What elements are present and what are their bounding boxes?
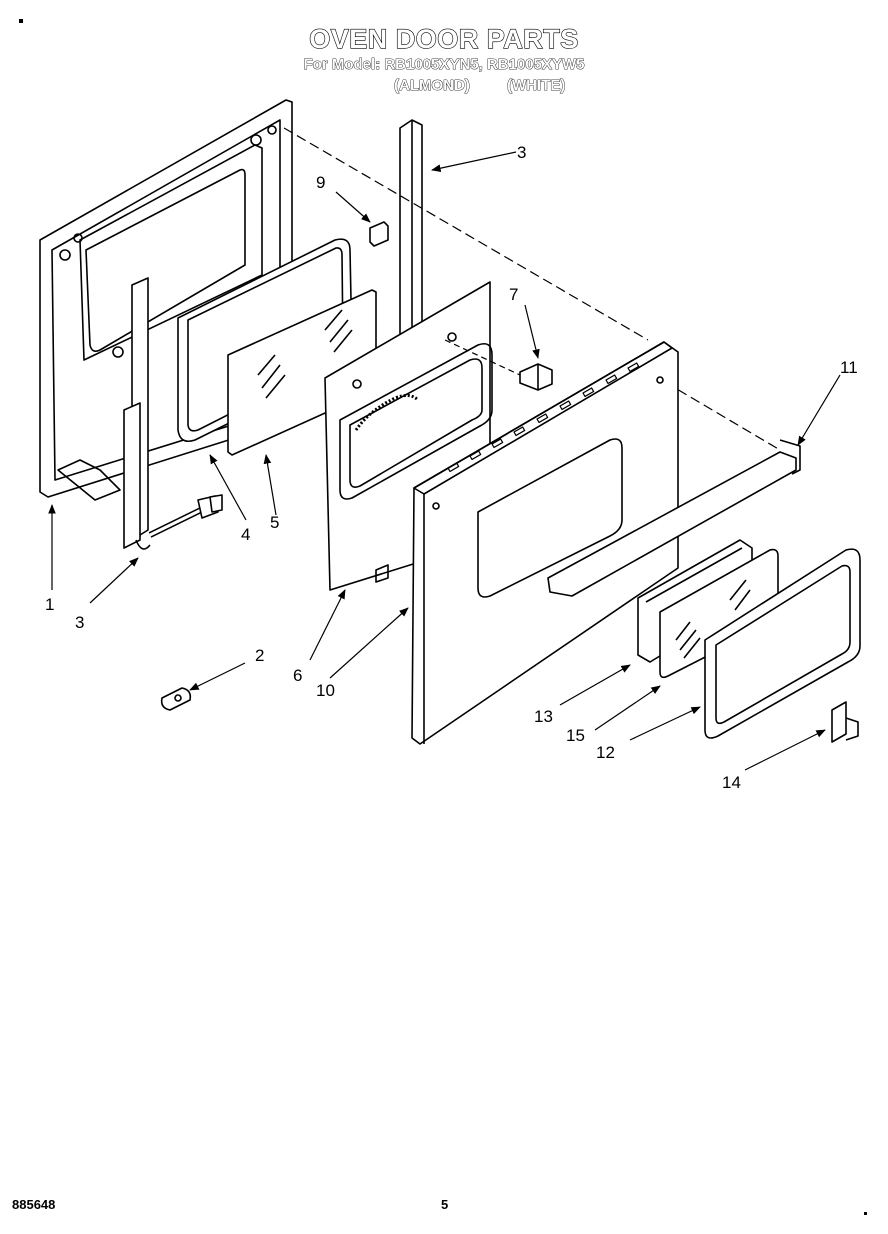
callout-9: 9: [316, 173, 325, 192]
callout-3-right: 3: [517, 143, 526, 162]
part-3-hinge-left: [123, 277, 223, 550]
part-3-channel: [399, 119, 423, 341]
page-number: 5: [441, 1197, 449, 1212]
callout-5: 5: [270, 513, 279, 532]
document-number: 885648: [12, 1197, 56, 1212]
callout-7: 7: [509, 285, 518, 304]
part-14-bracket: [831, 701, 859, 743]
corner-mark-bottom-right: [864, 1212, 867, 1215]
part-2-clip: [160, 687, 192, 711]
callout-11: 11: [840, 358, 858, 377]
model-line: For Model: RB1005XYN5, RB1005XYW5: [303, 56, 585, 74]
callout-4: 4: [241, 525, 250, 544]
color-almond: (ALMOND): [394, 77, 471, 95]
callout-15: 15: [566, 726, 585, 745]
callout-10: 10: [316, 681, 335, 700]
callout-13: 13: [534, 707, 553, 726]
part-9-clip: [369, 221, 389, 247]
part-7-latch: [519, 363, 553, 391]
page-title: OVEN DOOR PARTS: [309, 23, 579, 54]
callout-2: 2: [255, 646, 264, 665]
part-10-outer-door: [411, 341, 679, 745]
callout-3-left: 3: [75, 613, 84, 632]
part-11-handle: [547, 439, 801, 597]
callout-6: 6: [293, 666, 302, 685]
callout-14: 14: [722, 773, 741, 792]
corner-mark-top-left: [19, 19, 23, 23]
callout-1: 1: [45, 595, 54, 614]
color-white: (WHITE): [507, 77, 566, 95]
callout-12: 12: [596, 743, 615, 762]
part-12-frame: [704, 548, 861, 739]
